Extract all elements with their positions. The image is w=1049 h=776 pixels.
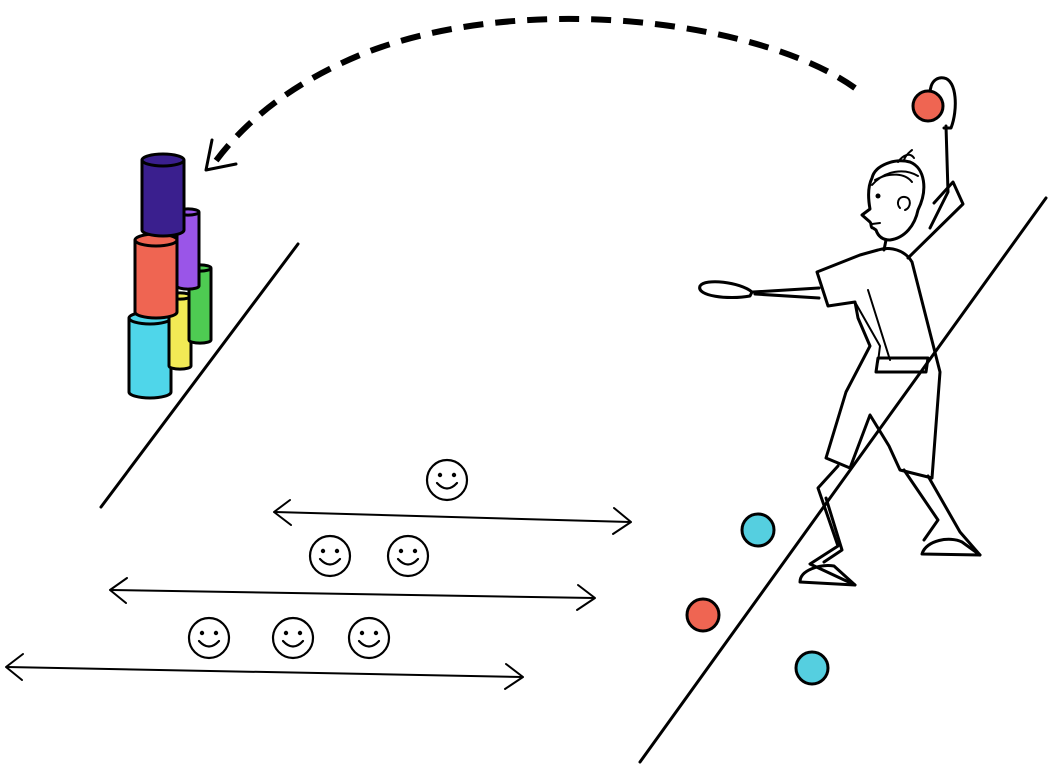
smiley-face-icon (347, 616, 391, 660)
dashed-curved-arrow-icon (212, 15, 857, 164)
can (175, 207, 201, 291)
throw-line (638, 196, 1048, 764)
smiley-rows (187, 458, 469, 660)
smiley-face-icon (308, 534, 352, 578)
can (133, 232, 179, 320)
thrower-figure (698, 76, 982, 587)
smiley-face-icon (386, 534, 430, 578)
head (860, 159, 926, 242)
balls-on-ground (685, 512, 830, 686)
double-headed-arrow-icon (5, 653, 524, 690)
double-headed-arrow-icon (273, 499, 632, 535)
belt (874, 356, 930, 374)
smiley-face-icon (187, 616, 231, 660)
ball (685, 597, 721, 633)
can (127, 310, 173, 400)
double-headed-arrow-icon (109, 577, 596, 611)
ball (740, 512, 776, 548)
can (140, 152, 186, 238)
ball-in-hand (911, 89, 945, 123)
distance-arrows (5, 499, 632, 690)
target-line (99, 242, 300, 509)
smiley-face-icon (425, 458, 469, 502)
ball (794, 650, 830, 686)
smiley-face-icon (271, 616, 315, 660)
dashed-arrow-head (204, 138, 238, 172)
can-stack (127, 152, 213, 400)
